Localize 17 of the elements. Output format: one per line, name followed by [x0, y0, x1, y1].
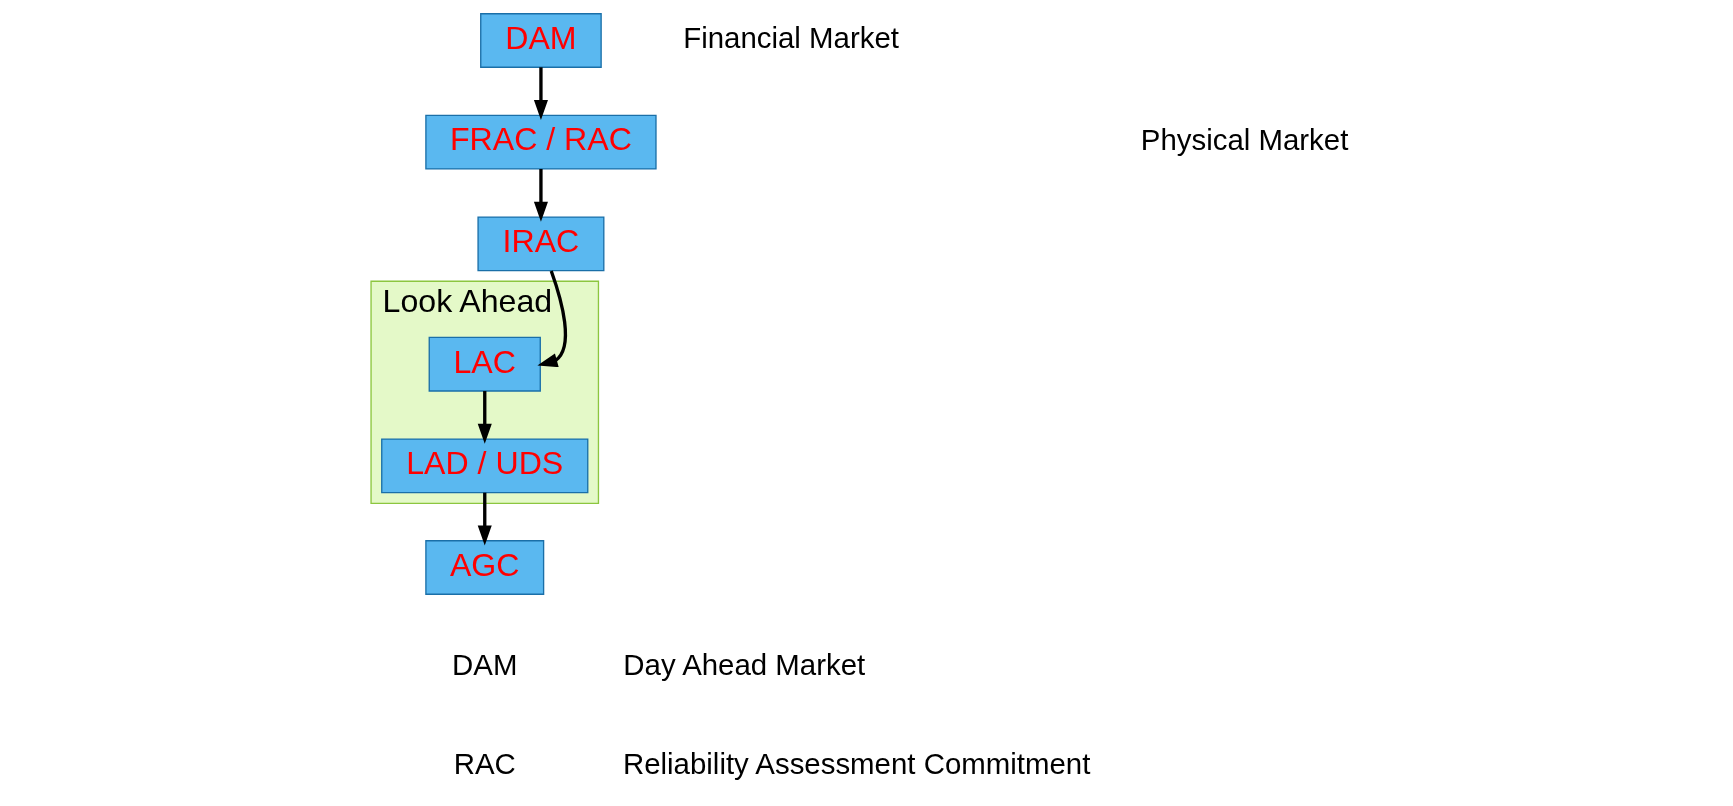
label: Day Ahead Market [622, 648, 865, 682]
label: Financial Market [682, 20, 899, 54]
arrow [536, 270, 567, 368]
arrow [533, 169, 548, 222]
arrow [477, 391, 492, 444]
arrow [477, 492, 492, 546]
label: Reliability Assessment Commitment [622, 747, 1090, 781]
arrow [533, 67, 548, 121]
node-box: DAM [479, 13, 602, 68]
node-box: LAD / UDS [380, 438, 588, 494]
node-box: FRAC / RAC [424, 114, 657, 170]
node-box: LAC [428, 336, 541, 392]
label: RAC [453, 747, 516, 781]
label: Physical Market [1140, 122, 1348, 156]
label: DAM [451, 648, 517, 682]
node-box: AGC [424, 540, 544, 595]
node-box: IRAC [476, 216, 604, 272]
